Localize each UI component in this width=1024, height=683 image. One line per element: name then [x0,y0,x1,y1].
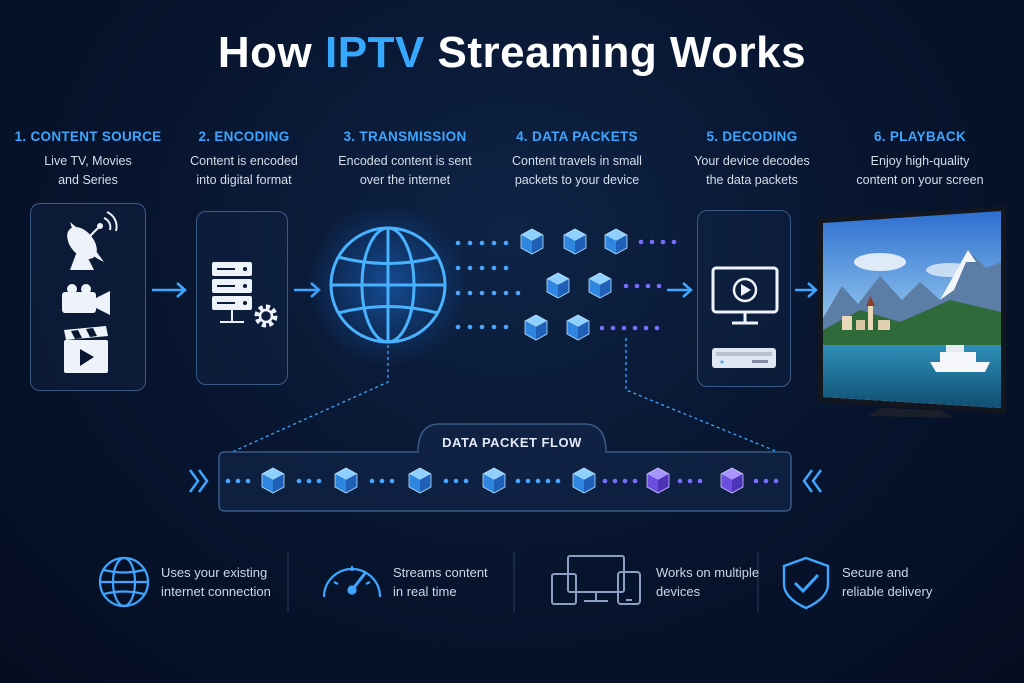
step-5-label: 5. DECODING [706,129,798,144]
globe-icon [98,556,150,608]
globe-icon [329,226,447,344]
feature-internet-connection: Uses your existing internet connection [161,563,271,601]
step-6-label: 6. PLAYBACK [873,129,967,144]
feature-line-1: Uses your existing [161,565,268,580]
arrow-icon [795,282,818,298]
step-2-description: Content is encoded into digital format [159,152,329,190]
set-top-box-icon [712,348,776,368]
step-6-line-1: Enjoy high-quality [870,154,970,168]
feature-multiple-devices: Works on multiple devices [656,563,759,601]
satellite-dish-icon [67,211,118,270]
feature-line-2: devices [656,584,701,599]
packet-flow-bar [218,423,792,512]
feature-line-2: internet connection [161,584,271,599]
title-suffix: Streaming Works [437,28,807,77]
packet-cube [546,272,570,299]
arrow-icon [152,282,187,298]
step-5-line-1: Your device decodes [694,154,810,168]
feature-line-2: in real time [393,584,457,599]
step-1-line-2: and Series [58,173,118,187]
double-chevron-left-icon [802,469,823,493]
speedometer-icon [322,566,382,598]
packet-stream-dots [455,240,521,330]
step-5-line-2: the data packets [706,173,798,187]
flow-dots [602,478,779,484]
step-2-label: 2. ENCODING [198,129,290,144]
flow-packet-cube [408,467,432,494]
step-2-line-1: Content is encoded [190,154,298,168]
clapperboard-icon [64,326,108,373]
flow-packet-cube [334,467,358,494]
flow-packet-cube [720,467,744,494]
step-4-line-1: Content travels in small [512,154,642,168]
step-1-label: 1. CONTENT SOURCE [14,129,162,144]
step-3-label: 3. TRANSMISSION [343,129,467,144]
gear-icon [254,304,278,328]
feature-line-1: Secure and [842,565,909,580]
step-4-line-2: packets to your device [514,173,640,187]
step-3-line-2: over the internet [359,173,451,187]
title-accent: IPTV [325,28,425,77]
feature-real-time: Streams content in real time [393,563,488,601]
feature-line-2: reliable delivery [842,584,933,599]
step-4-description: Content travels in small packets to your… [492,152,662,190]
packet-cube [563,228,587,255]
feature-line-1: Streams content [393,565,488,580]
feature-secure-delivery: Secure and reliable delivery [842,563,932,601]
server-icon [212,262,252,323]
flow-packet-cube [572,467,596,494]
video-camera-icon [62,284,110,315]
monitor-play-icon [711,266,779,325]
arrow-icon [667,282,693,298]
step-3-line-1: Encoded content is sent [338,154,472,168]
step-2-line-2: into digital format [196,173,292,187]
step-3-description: Encoded content is sent over the interne… [320,152,490,190]
double-chevron-right-icon [188,469,209,493]
title-prefix: How [217,28,313,77]
packet-cube [588,272,612,299]
packet-cube [524,314,548,341]
flow-packet-cube [261,467,285,494]
step-6-description: Enjoy high-quality content on your scree… [835,152,1005,190]
step-1-line-1: Live TV, Movies [44,154,132,168]
feature-line-1: Works on multiple [656,565,760,580]
packet-cube [566,314,590,341]
packet-stream-dots [599,239,677,331]
page-title: How IPTV Streaming Works [0,28,1024,78]
flow-packet-cube [646,467,670,494]
packet-flow-label: DATA PACKET FLOW [442,435,582,450]
packet-cube [520,228,544,255]
step-1-description: Live TV, Movies and Series [3,152,173,190]
packet-cube [604,228,628,255]
step-4-label: 4. DATA PACKETS [516,129,638,144]
devices-icon [551,555,641,605]
flow-packet-cube [482,467,506,494]
step-6-line-2: content on your screen [856,173,984,187]
television-icon [818,206,1006,418]
dashed-connector [231,345,389,453]
shield-check-icon [782,556,830,610]
flow-dots [225,478,561,484]
step-5-description: Your device decodes the data packets [667,152,837,190]
